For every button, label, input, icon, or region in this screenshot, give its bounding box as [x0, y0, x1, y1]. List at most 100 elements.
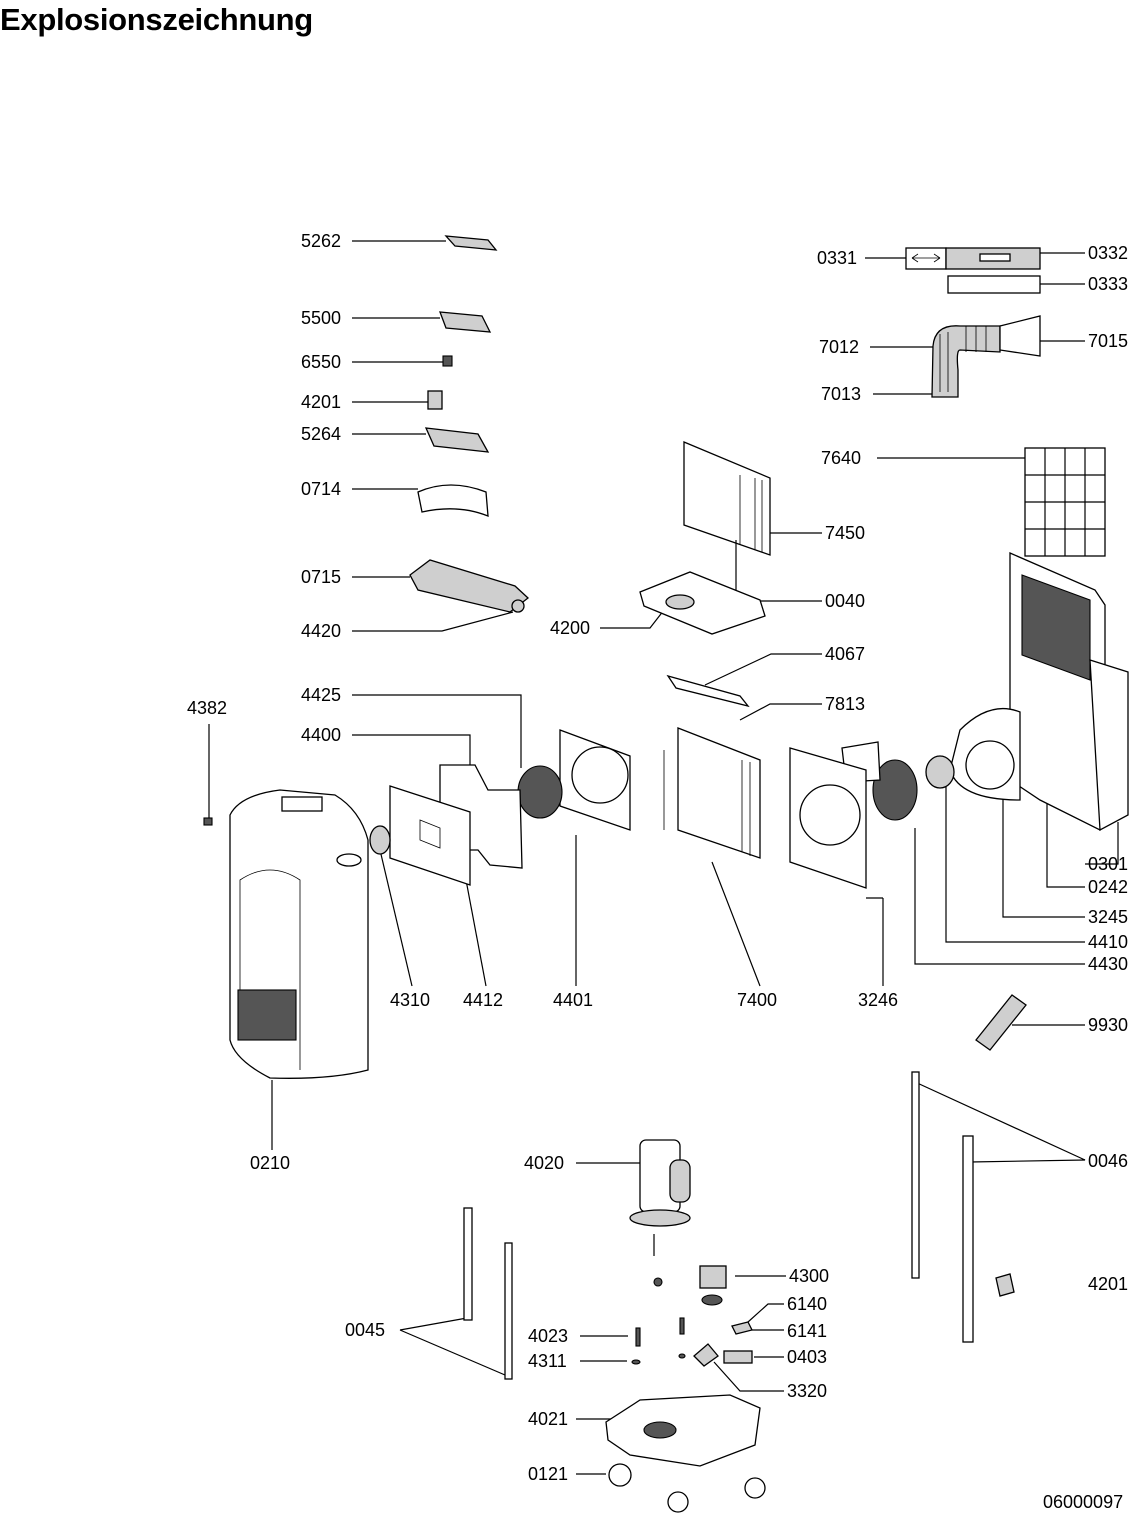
hose-7012 — [931, 325, 1001, 398]
panel-0715 — [409, 559, 530, 613]
pcb-5264 — [424, 427, 490, 453]
part-label: 4420 — [301, 621, 341, 641]
evaporator-7400 — [677, 727, 761, 859]
part-label: 0714 — [301, 479, 341, 499]
left-right-arrow-icon — [911, 253, 941, 263]
part-label: 4425 — [301, 685, 341, 705]
caster-0121 — [608, 1463, 632, 1487]
part-label: 5500 — [301, 308, 341, 328]
part-label: 0715 — [301, 567, 341, 587]
motor-4310 — [369, 825, 391, 855]
condenser-7450 — [683, 441, 771, 556]
part-label: 0210 — [250, 1153, 290, 1173]
front-panel-arch — [239, 869, 301, 1070]
parts — [203, 235, 1129, 1513]
valve-4300 — [699, 1265, 727, 1289]
drawing-number: 06000097 — [1043, 1492, 1123, 1512]
extension-0333 — [947, 275, 1041, 294]
condenser-fins — [739, 475, 763, 552]
part-3320 — [693, 1343, 719, 1367]
part-label: 7013 — [821, 384, 861, 404]
part-label: 4311 — [528, 1351, 567, 1371]
part-label: 0046 — [1088, 1151, 1128, 1171]
part-label: 4430 — [1088, 954, 1128, 974]
part-label: 4201 — [1088, 1274, 1128, 1294]
part-4023 — [635, 1327, 641, 1347]
caster — [667, 1491, 689, 1513]
relay-4201-lower — [995, 1273, 1015, 1297]
part-labels: 5262 5500 6550 4201 5264 0714 0715 4420 … — [187, 231, 1128, 1512]
part-label: 4201 — [301, 392, 341, 412]
remote-9930 — [975, 994, 1027, 1051]
caster — [744, 1477, 766, 1499]
part-label: 6141 — [787, 1321, 827, 1341]
part-label: 7400 — [737, 990, 777, 1010]
part-label: 4300 — [789, 1266, 829, 1286]
part-label: 5262 — [301, 231, 341, 251]
part-label: 6140 — [787, 1294, 827, 1314]
part-label: 3320 — [787, 1381, 827, 1401]
pump-4420 — [511, 599, 525, 613]
part-0403 — [723, 1350, 753, 1364]
part-label: 4020 — [524, 1153, 564, 1173]
display-cover-5500 — [439, 311, 492, 333]
filter-grid — [1025, 448, 1105, 556]
part-label: 7450 — [825, 523, 865, 543]
part-4382 — [203, 817, 213, 826]
part-label: 6550 — [301, 352, 341, 372]
part-label: 0301 — [1088, 854, 1128, 874]
part-label: 4023 — [528, 1326, 568, 1346]
part-label: 5264 — [301, 424, 341, 444]
part-label: 7640 — [821, 448, 861, 468]
louver-0714 — [417, 484, 489, 517]
part-6141 — [731, 1321, 753, 1335]
part-label: 0331 — [817, 248, 857, 268]
side-box — [1089, 659, 1129, 832]
switch-6550 — [442, 355, 453, 367]
part-label: 4400 — [301, 725, 341, 745]
part-label: 0403 — [787, 1347, 827, 1367]
part-label: 7813 — [825, 694, 865, 714]
part-label: 4401 — [553, 990, 593, 1010]
fan-guard-4412 — [389, 785, 471, 886]
rear-grille — [1021, 574, 1091, 681]
tray-0040 — [639, 571, 766, 635]
control-board-5262 — [444, 235, 498, 251]
fan-4430 — [872, 759, 918, 821]
hose-ribs — [939, 326, 987, 392]
part-label: 0242 — [1088, 877, 1128, 897]
part-label: 7012 — [819, 337, 859, 357]
part-4311 — [631, 1359, 641, 1365]
part-label: 0040 — [825, 591, 865, 611]
adapter-0331 — [905, 247, 947, 270]
relay-4201 — [427, 390, 443, 410]
bar-0045-b — [504, 1242, 513, 1380]
part-label: 0121 — [528, 1464, 568, 1484]
nozzle-7015 — [999, 315, 1041, 357]
bar-0046-b — [962, 1135, 974, 1343]
front-vent — [237, 989, 297, 1041]
bar-0045-a — [463, 1207, 473, 1321]
part-label: 0045 — [345, 1320, 385, 1340]
capacitor-4200 — [665, 594, 695, 610]
part-label: 4200 — [550, 618, 590, 638]
part-label: 4382 — [187, 698, 227, 718]
part-label: 4410 — [1088, 932, 1128, 952]
part-label: 9930 — [1088, 1015, 1128, 1035]
slot-0332 — [979, 253, 1011, 262]
part-label: 3246 — [858, 990, 898, 1010]
leader-lines — [208, 240, 1119, 1475]
part-label: 3245 — [1088, 907, 1128, 927]
part-label: 4310 — [390, 990, 430, 1010]
part-label: 7015 — [1088, 331, 1128, 351]
part-label: 4067 — [825, 644, 865, 664]
base-4021 — [605, 1394, 761, 1467]
motor-4410 — [925, 755, 955, 789]
part-label: 4412 — [463, 990, 503, 1010]
page-title: Explosionszeichnung — [0, 2, 313, 37]
bracket-4067 — [666, 674, 750, 708]
part-label: 0332 — [1088, 243, 1128, 263]
part-label: 4021 — [528, 1409, 568, 1429]
bar-0046-a — [911, 1071, 920, 1279]
